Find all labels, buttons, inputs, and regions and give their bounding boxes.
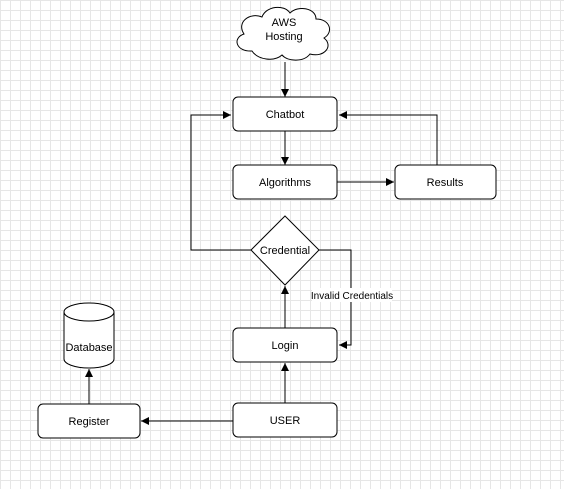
results-label: Results (427, 177, 464, 189)
credential-label: Credential (260, 245, 310, 257)
results-node: Results (394, 164, 497, 200)
edge-credential-to-chatbot (190, 111, 251, 251)
chatbot-label: Chatbot (266, 109, 305, 121)
chatbot-node: Chatbot (232, 96, 338, 132)
login-node: Login (232, 327, 338, 363)
database-cylinder: Database (63, 302, 115, 369)
aws-label-line2: Hosting (265, 31, 302, 43)
edge-results-to-chatbot (339, 111, 438, 165)
algorithms-node: Algorithms (232, 164, 338, 200)
register-node: Register (37, 403, 141, 439)
aws-label-line1: AWS (272, 17, 297, 29)
algorithms-label: Algorithms (259, 177, 311, 189)
invalid-credentials-label: Invalid Credentials (311, 291, 393, 302)
credential-decision: Credential (250, 215, 320, 286)
login-label: Login (272, 340, 299, 352)
database-label: Database (65, 342, 112, 354)
user-label: USER (270, 415, 301, 427)
aws-hosting-cloud: AWS Hosting (236, 6, 331, 61)
invalid-credentials-label-group: Invalid Credentials (311, 288, 393, 302)
user-node: USER (232, 402, 338, 438)
register-label: Register (69, 416, 110, 428)
